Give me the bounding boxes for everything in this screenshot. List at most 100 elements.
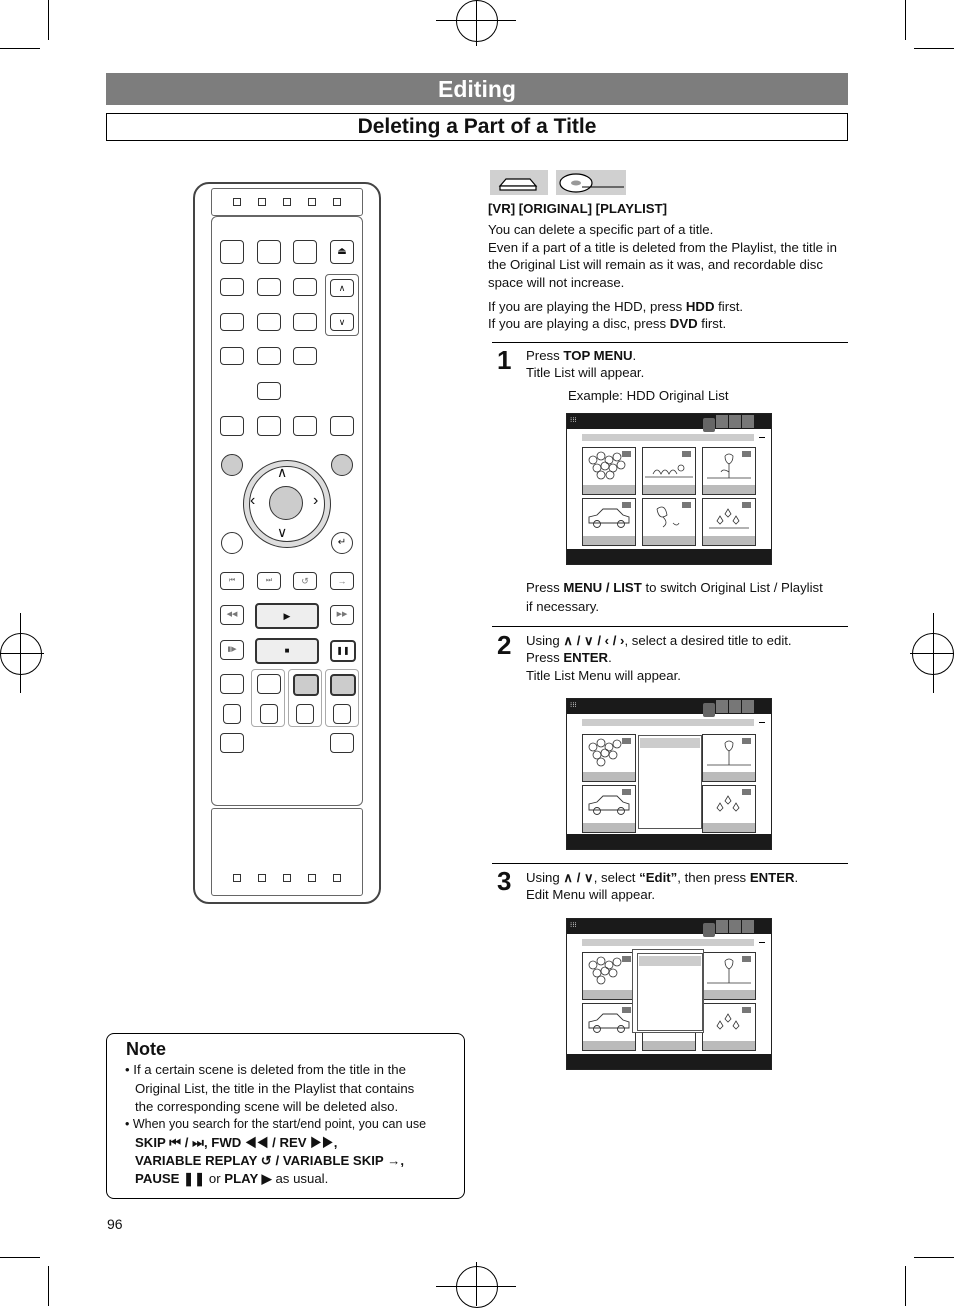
section-header: Editing — [106, 73, 848, 105]
hdd-icon — [490, 170, 548, 195]
remote-button — [330, 674, 356, 696]
remote-button — [296, 704, 314, 724]
menu-highlight — [639, 956, 701, 966]
menu-grid-icon: ⁝⁝⁝ — [570, 702, 577, 709]
indicator-dot — [308, 198, 316, 206]
crop-mark — [905, 0, 906, 40]
registration-line — [20, 613, 21, 693]
car-thumbnail-icon — [588, 795, 630, 815]
title-name-bar — [582, 939, 754, 946]
up-arrow-icon: ∧ — [277, 464, 288, 480]
note-title: Note — [126, 1039, 166, 1059]
menu-grid-icon: ⁝⁝⁝ — [570, 922, 577, 929]
indicator-dot — [283, 874, 291, 882]
dash-mark — [759, 437, 765, 438]
step-text-part: , then press — [677, 870, 750, 885]
step-text-part: Using — [526, 870, 564, 885]
crop-mark — [48, 0, 49, 40]
registration-line — [933, 613, 934, 693]
title-thumbnail — [642, 447, 696, 495]
title-list-menu-popup — [638, 735, 702, 829]
remote-button — [330, 416, 354, 436]
channel-up-button: ∧ — [330, 279, 354, 297]
remote-button-group — [251, 669, 285, 727]
step-text: Edit Menu will appear. — [526, 887, 656, 902]
thumbnail-tag — [682, 502, 691, 508]
skip-keys: SKIP ⏮ / ⏭ — [135, 1135, 204, 1150]
example-caption: Example: HDD Original List — [568, 388, 729, 403]
media-tags: [VR] [ORIGINAL] [PLAYLIST] — [488, 201, 667, 216]
remote-top-panel — [211, 188, 363, 216]
registration-mark — [456, 0, 498, 42]
stop-button: ■ — [255, 638, 319, 664]
variable-skip-button: → — [330, 572, 354, 590]
play-key: PLAY ▶ — [224, 1171, 272, 1186]
car-thumbnail-icon — [588, 1013, 630, 1033]
thumbnail-caption — [643, 1041, 695, 1050]
remote-button — [293, 674, 319, 696]
remote-button — [293, 313, 317, 331]
flowers-thumbnail-icon — [588, 738, 622, 767]
title-list-screen: ⁝⁝⁝ — [566, 413, 772, 565]
intro-line: the Original List will remain as it was,… — [488, 257, 823, 272]
step-text-part: . — [608, 650, 612, 665]
cursor-keys: ∧ / ∨ / ‹ / › — [563, 633, 625, 648]
step-text-part: Press — [526, 650, 564, 665]
step-text: Title List Menu will appear. — [526, 668, 681, 683]
remote-button — [257, 240, 281, 264]
step-number: 3 — [497, 866, 512, 896]
tab-marker — [729, 920, 741, 933]
fwd-button: ▶▶ — [330, 605, 354, 625]
thumbnail-caption — [583, 823, 635, 832]
remote-button — [293, 347, 317, 365]
hdd-key: HDD — [685, 299, 715, 314]
title-thumbnail — [702, 447, 756, 495]
step-divider — [492, 863, 848, 864]
remote-button — [333, 704, 351, 724]
edit-option: “Edit” — [639, 870, 678, 885]
tab-marker — [742, 415, 754, 428]
remote-button-group — [288, 669, 322, 727]
indicator-dot — [283, 198, 291, 206]
step-text-part: . — [794, 870, 799, 885]
note-bullet-line: • If a certain scene is deleted from the… — [125, 1062, 406, 1077]
thumbnail-caption — [583, 1041, 635, 1050]
thumbnail-tag — [622, 1007, 631, 1013]
step-text-part: Press — [526, 348, 564, 363]
crop-mark — [0, 1257, 40, 1258]
title-thumbnail — [702, 1003, 756, 1051]
title-thumbnail — [582, 447, 636, 495]
step-text: if necessary. — [526, 599, 600, 614]
thumbnail-caption — [643, 485, 695, 494]
channel-down-button: ∨ — [330, 313, 354, 331]
indicator-dot — [233, 874, 241, 882]
fwd-rev-keys: , FWD ◀◀ / REV ▶▶, — [203, 1135, 338, 1150]
remote-button-group — [325, 669, 359, 727]
remote-button — [220, 240, 244, 264]
rev-button: ◀◀ — [220, 605, 244, 625]
edit-menu-screen: ⁝⁝⁝ — [566, 918, 772, 1070]
thumbnail-caption — [703, 990, 755, 999]
intro-line: space will not increase. — [488, 275, 625, 290]
tulip-thumbnail-icon — [707, 453, 751, 479]
down-arrow-icon: ∨ — [277, 524, 288, 540]
step-text-part: . — [632, 348, 637, 363]
menu-list-key: MENU / LIST — [563, 580, 642, 595]
remote-button — [257, 347, 281, 365]
remote-button — [257, 674, 281, 694]
menu-highlight — [640, 738, 700, 748]
remote-bottom-panel — [211, 808, 363, 896]
remote-button — [293, 416, 317, 436]
step-divider — [492, 342, 848, 343]
step-number: 1 — [497, 345, 512, 375]
remote-button — [257, 382, 281, 400]
step-text: Press TOP MENU. — [526, 347, 636, 365]
tab-marker — [742, 920, 754, 933]
remote-control-illustration: ⏏ ∧ ∨ ∧ ∨ ‹ › ↵ ⏮ ⏭ ↺ → ◀◀ ▶ ▶▶ ▮▶ ■ ❚❚ — [193, 182, 381, 904]
title-thumbnail — [702, 785, 756, 833]
tab-marker — [742, 700, 754, 713]
crop-mark — [914, 1257, 954, 1258]
tab-marker — [703, 418, 715, 432]
flowers-thumbnail-icon — [588, 956, 622, 985]
hdd-icon — [498, 178, 538, 191]
